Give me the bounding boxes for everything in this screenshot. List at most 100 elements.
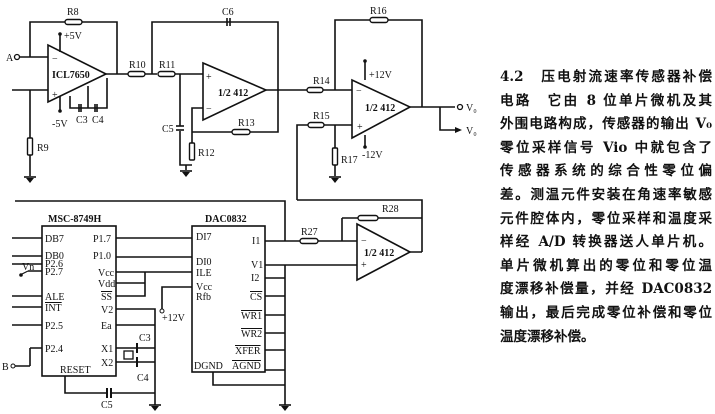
- label-icl7650: ICL7650: [52, 70, 90, 81]
- opamp-icl7650: [47, 43, 108, 104]
- opamp-2: [202, 61, 268, 122]
- text-line: 样经 A/D 转换器送人单片机。: [500, 234, 712, 251]
- label-r15: R15: [313, 111, 330, 122]
- label-c4: C4: [92, 115, 104, 126]
- text-line: 温度漂移补偿。: [500, 328, 595, 345]
- resistor-r8: [64, 18, 83, 26]
- pin-int: INT: [45, 303, 62, 314]
- resistor-r13: [231, 128, 251, 136]
- label-r11: R11: [159, 60, 175, 71]
- pin-x1: X1: [101, 344, 113, 355]
- plus-sign: +: [206, 72, 212, 83]
- label-c6: C6: [222, 7, 234, 18]
- label-r17: R17: [341, 155, 358, 166]
- resistor-r16: [369, 16, 389, 24]
- pin-vcc: Vcc: [98, 268, 115, 279]
- pin-p25: P2.5: [45, 321, 63, 332]
- label-r13: R13: [238, 118, 255, 129]
- plus-sign: +: [357, 122, 363, 133]
- label-a: A: [6, 53, 14, 64]
- text-line: 零位采样信号 Vio 中就包含了: [500, 139, 712, 156]
- pin-rfb: Rfb: [196, 292, 211, 303]
- pin-cs: CS: [250, 292, 262, 303]
- pin-di7: DI7: [196, 232, 212, 243]
- label-c5: C5: [162, 124, 174, 135]
- mcu-msc8749h: [41, 225, 117, 377]
- resistor-r14: [306, 86, 324, 94]
- pin-ea: Ea: [101, 321, 112, 332]
- pin-xfer: XFER: [235, 346, 261, 357]
- text-line: 单片微机算出的零位和零位温: [500, 257, 712, 274]
- label-r9: R9: [37, 143, 49, 154]
- pin-i2: I2: [251, 273, 259, 284]
- plus-sign: +: [52, 90, 58, 101]
- pin-p10: P1.0: [93, 251, 111, 262]
- label-plus12v-bottom: +12V: [162, 313, 186, 324]
- label-r8: R8: [67, 7, 79, 18]
- label-opamp-4: 1/2 412: [364, 248, 394, 259]
- label-b: B: [2, 362, 9, 373]
- pin-wr1: WR1: [241, 311, 262, 322]
- dac-dac0832: [191, 225, 266, 373]
- label-r14: R14: [313, 76, 330, 87]
- pin-reset: RESET: [60, 365, 91, 376]
- dac-name: DAC0832: [205, 214, 247, 225]
- pin-di0: DI0: [196, 257, 212, 268]
- text-line: 外围电路构成，传感器的输出 V₀: [500, 116, 712, 133]
- pin-dac-vcc: Vcc: [196, 282, 213, 293]
- minus-sign: −: [361, 236, 367, 247]
- pin-ss: SS: [101, 292, 112, 303]
- text-line: 元件腔体内，零位采样和温度采: [500, 210, 712, 227]
- label-c5-bottom: C5: [101, 400, 113, 411]
- text-line: 度漂移补偿量，并经 DAC0832: [500, 281, 712, 298]
- label-r10: R10: [129, 60, 146, 71]
- pin-p24: P2.4: [45, 344, 63, 355]
- stage-icl7650: A R8 R9 ICL7650 − + +5V -5V C3 C4: [6, 7, 128, 184]
- resistor-r12: [188, 142, 196, 161]
- pin-p27: P2.7: [45, 267, 63, 278]
- label-r27: R27: [301, 227, 318, 238]
- label-opamp-2: 1/2 412: [218, 88, 248, 99]
- label-c4-bottom: C4: [137, 373, 149, 384]
- minus-sign: −: [52, 54, 58, 65]
- pin-p26: P2.6: [45, 259, 63, 270]
- text-line: 电路 它由 8 位单片微机及其: [500, 92, 712, 109]
- label-plus5v: +5V: [64, 31, 83, 42]
- text-line: 差。测温元件安装在角速率敏感: [500, 186, 712, 203]
- pin-agnd: AGND: [232, 361, 261, 372]
- plus-sign: +: [361, 260, 367, 271]
- label-c3-bottom: C3: [139, 333, 151, 344]
- label-vo-2: V₀: [466, 126, 477, 137]
- resistor-r10: [127, 70, 146, 78]
- label-plus12v: +12V: [369, 70, 393, 81]
- pin-dgnd: DGND: [194, 361, 223, 372]
- pin-vdd: Vdd: [98, 279, 115, 290]
- label-vo-1: V₀: [466, 103, 477, 114]
- label-opamp-3: 1/2 412: [365, 103, 395, 114]
- pin-db7: DB7: [45, 234, 64, 245]
- label-minus12v: -12V: [362, 150, 383, 161]
- label-r16: R16: [370, 6, 387, 17]
- description-text: 4.2 压电射流速率传感器补偿 电路 它由 8 位单片微机及其 外围电路构成，传…: [500, 66, 712, 349]
- minus-sign: −: [356, 86, 362, 97]
- label-r28: R28: [382, 204, 399, 215]
- stage-filter: R10 R11 C6 C5 R12 R13 1/2 412 + −: [127, 7, 307, 178]
- resistor-r15: [307, 121, 325, 129]
- stage-output: R14 R15 R16 R17 +12V -12V 1/2 412 − + V₀…: [296, 6, 477, 200]
- pin-db0: DB0: [45, 251, 64, 262]
- pin-p17: P1.7: [93, 234, 111, 245]
- resistor-r27: [299, 237, 319, 245]
- opamp-4: [356, 222, 412, 282]
- label-minus5v: -5V: [52, 119, 68, 130]
- pin-ale: ALE: [45, 292, 64, 303]
- resistor-r11: [157, 70, 176, 78]
- opamp-3: [351, 78, 412, 140]
- pin-ile: ILE: [196, 268, 212, 279]
- pin-x2: X2: [101, 358, 113, 369]
- minus-sign: −: [206, 104, 212, 115]
- text-line: 输出，最后完成零位补偿和零位: [500, 304, 712, 321]
- pin-v2: V2: [101, 305, 113, 316]
- mcu-name: MSC-8749H: [48, 214, 102, 225]
- resistor-r17: [331, 147, 339, 166]
